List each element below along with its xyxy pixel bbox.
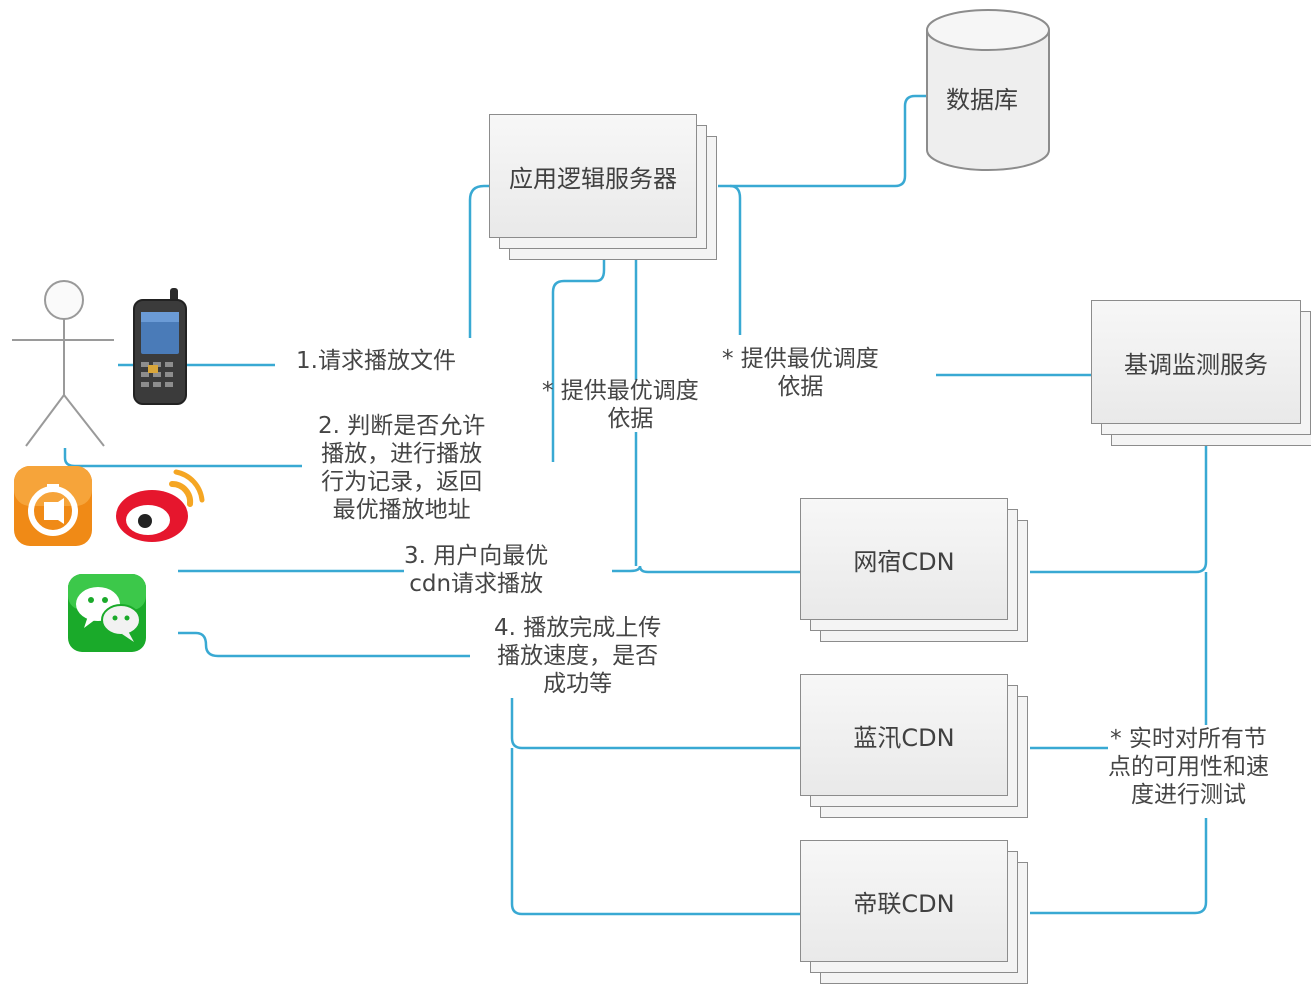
step1-label: 1.请求播放文件 xyxy=(296,348,456,374)
mobile-phone-icon xyxy=(133,288,187,405)
step3-label: 3. 用户向最优 cdn请求播放 xyxy=(404,542,548,598)
step3-line-1: 3. 用户向最优 xyxy=(404,543,549,569)
step4-label: 4. 播放完成上传 播放速度，是否 成功等 xyxy=(494,614,662,698)
realtime-line-3: 度进行测试 xyxy=(1131,782,1246,808)
monitor-service-label: 基调监测服务 xyxy=(1091,300,1301,424)
step2-line-4: 最优播放地址 xyxy=(332,497,471,523)
realtime-test-label: * 实时对所有节 点的可用性和速 度进行测试 xyxy=(1108,725,1269,809)
provide-right-label: * 提供最优调度 依据 xyxy=(722,345,879,401)
cdn-dilian-label: 帝联CDN xyxy=(800,840,1008,962)
user-stick-figure-icon xyxy=(12,280,114,447)
cdn-dilian-node: 帝联CDN xyxy=(800,840,1030,984)
step4-line-3: 成功等 xyxy=(543,671,613,697)
step2-line-2: 播放，进行播放 xyxy=(321,441,483,467)
step2-line-3: 行为记录，返回 xyxy=(321,469,483,495)
cdn-lanxun-node: 蓝汛CDN xyxy=(800,674,1030,820)
provide-left-line-1: * 提供最优调度 xyxy=(542,378,699,404)
weibo-icon xyxy=(116,469,205,542)
database-cylinder-icon xyxy=(926,9,1050,171)
step3-line-2: cdn请求播放 xyxy=(409,571,544,597)
database-label: 数据库 xyxy=(946,86,1018,114)
step4-line-1: 4. 播放完成上传 xyxy=(494,615,662,641)
wechat-icon xyxy=(68,574,146,652)
video-app-icon xyxy=(14,466,92,546)
provide-left-line-2: 依据 xyxy=(607,406,654,432)
cdn-lanxun-label: 蓝汛CDN xyxy=(800,674,1008,796)
app-server-node: 应用逻辑服务器 xyxy=(489,114,719,262)
step2-line-1: 2. 判断是否允许 xyxy=(318,413,486,439)
realtime-line-2: 点的可用性和速 xyxy=(1108,754,1269,780)
monitor-service-node: 基调监测服务 xyxy=(1091,300,1311,448)
step2-label: 2. 判断是否允许 播放，进行播放 行为记录，返回 最优播放地址 xyxy=(318,412,485,524)
step4-line-2: 播放速度，是否 xyxy=(497,643,659,669)
provide-right-line-2: 依据 xyxy=(777,374,824,400)
provide-right-line-1: * 提供最优调度 xyxy=(722,346,879,372)
cdn-wangsu-node: 网宿CDN xyxy=(800,498,1030,644)
provide-left-label: * 提供最优调度 依据 xyxy=(542,377,699,433)
realtime-line-1: * 实时对所有节 xyxy=(1110,726,1267,752)
cdn-wangsu-label: 网宿CDN xyxy=(800,498,1008,620)
app-server-label: 应用逻辑服务器 xyxy=(489,114,697,238)
